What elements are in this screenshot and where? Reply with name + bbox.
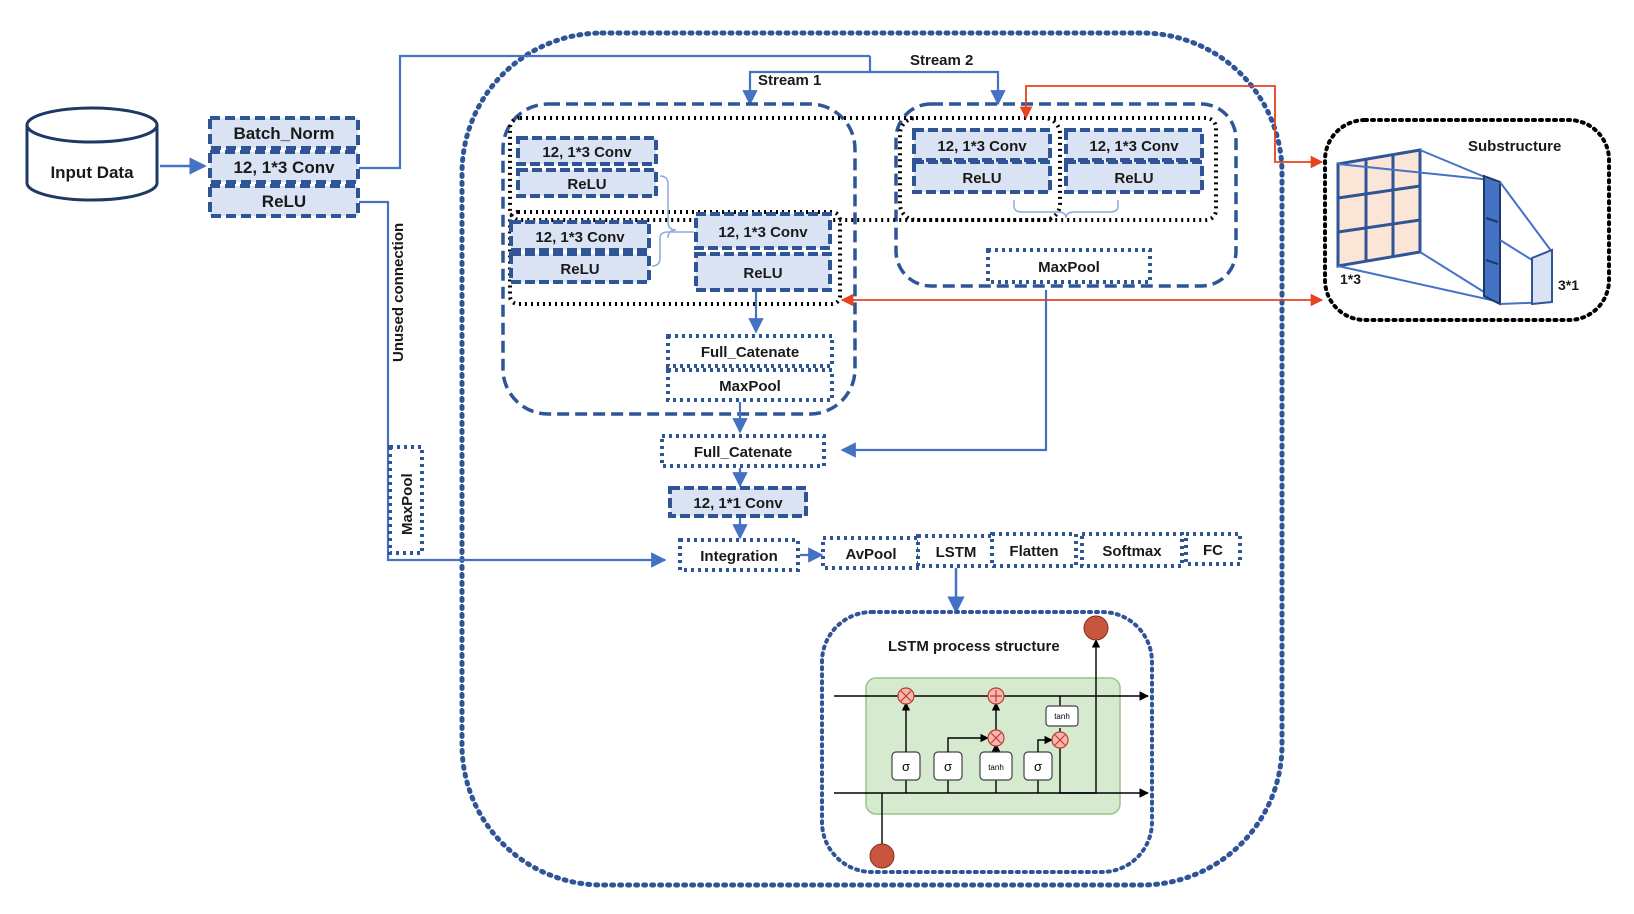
lstm-process-title: LSTM process structure bbox=[888, 638, 1060, 655]
integration-label: Integration bbox=[700, 548, 778, 565]
merge-full-catenate-label: Full_Catenate bbox=[694, 444, 792, 461]
s1-full-catenate-box bbox=[666, 334, 834, 368]
substructure-projection bbox=[1337, 149, 1553, 306]
forget-gate-symbol: σ bbox=[902, 759, 910, 774]
row2-highlight bbox=[508, 210, 842, 306]
s1-row2-relu-label: ReLU bbox=[560, 261, 599, 278]
cell-add-op bbox=[987, 687, 1005, 705]
conv1x1-label: 12, 1*1 Conv bbox=[693, 495, 783, 512]
output-to-mult bbox=[1037, 735, 1053, 752]
s1-row2b-conv-label: 12, 1*3 Conv bbox=[718, 224, 808, 241]
s2-a-relu-label: ReLU bbox=[962, 170, 1001, 187]
output-tanh-label: tanh bbox=[1054, 712, 1070, 721]
mult-to-output bbox=[1059, 639, 1101, 794]
stream2-connector bbox=[870, 70, 1006, 106]
s1-row2-conv-box bbox=[509, 220, 651, 252]
s2-maxpool-box bbox=[986, 248, 1152, 284]
s1-row1-relu-label: ReLU bbox=[567, 176, 606, 193]
unused-connection-line bbox=[359, 200, 667, 568]
input-gate-symbol: σ bbox=[944, 759, 952, 774]
s2-to-merge-line bbox=[840, 290, 1048, 458]
main-container bbox=[459, 30, 1285, 888]
batch-norm-label: Batch_Norm bbox=[233, 124, 334, 143]
entry-relu-box bbox=[208, 184, 360, 218]
batch-norm-box bbox=[208, 116, 360, 150]
substructure-region bbox=[1323, 118, 1611, 322]
softmax-label: Softmax bbox=[1102, 543, 1162, 560]
entry-conv-label: 12, 1*3 Conv bbox=[233, 158, 335, 177]
substructure-link-top bbox=[1019, 85, 1324, 169]
s1-maxpool-box bbox=[666, 368, 834, 402]
output-h-node bbox=[1083, 615, 1109, 641]
input-multiply-op bbox=[987, 729, 1005, 747]
flatten-label: Flatten bbox=[1009, 543, 1058, 560]
s1-row1-conv-label: 12, 1*3 Conv bbox=[542, 144, 632, 161]
side-maxpool-box bbox=[388, 445, 424, 555]
avpool-box bbox=[821, 536, 921, 570]
s1-maxpool-label: MaxPool bbox=[719, 378, 781, 395]
input-x-node bbox=[869, 843, 895, 869]
s1-row2b-conv-box bbox=[694, 212, 832, 250]
s1-row2-conv-label: 12, 1*3 Conv bbox=[535, 229, 625, 246]
fc-label: FC bbox=[1203, 542, 1223, 559]
s1-bracket-2 bbox=[651, 231, 694, 267]
stream1-connector bbox=[742, 56, 872, 106]
entry-to-streams-line bbox=[359, 54, 870, 170]
candidate-tanh-label: tanh bbox=[988, 763, 1004, 772]
input-data-label: Input Data bbox=[50, 163, 134, 182]
conv1x1-box bbox=[668, 486, 808, 518]
output-tanh-box bbox=[1045, 705, 1079, 727]
s1-row2b-relu-label: ReLU bbox=[743, 265, 782, 282]
stream2-sub-highlight bbox=[898, 116, 1062, 222]
s1-row2b-relu-box bbox=[694, 252, 832, 292]
stream2-label: Stream 2 bbox=[910, 52, 973, 69]
entry-relu-label: ReLU bbox=[262, 192, 306, 211]
fc-box bbox=[1184, 532, 1242, 566]
side-maxpool-label: MaxPool bbox=[399, 473, 416, 535]
unused-connection-label: Unused connection bbox=[390, 223, 407, 362]
s2-a-relu-box bbox=[912, 160, 1052, 194]
input-data-cylinder: Input Data bbox=[25, 106, 159, 202]
stream2-region bbox=[894, 102, 1238, 288]
output-multiply-op bbox=[1051, 731, 1069, 749]
substructure-title: Substructure bbox=[1468, 138, 1561, 155]
s1-row1-conv-box bbox=[516, 136, 658, 166]
softmax-box bbox=[1080, 532, 1184, 568]
entry-conv-box bbox=[208, 150, 360, 184]
output-gate-symbol: σ bbox=[1034, 759, 1042, 774]
flatten-box bbox=[990, 532, 1078, 568]
stream1-region bbox=[501, 102, 857, 416]
merge-full-catenate-box bbox=[660, 434, 826, 468]
row1-highlight bbox=[508, 116, 1218, 222]
s2-bracket bbox=[1013, 200, 1119, 219]
input-to-mult bbox=[947, 733, 989, 752]
s1-row1-relu-box bbox=[516, 168, 658, 198]
s1-full-catenate-label: Full_Catenate bbox=[701, 344, 799, 361]
substructure-label-left: 1*3 bbox=[1340, 271, 1361, 287]
stream1-label: Stream 1 bbox=[758, 72, 821, 89]
substructure-label-right: 3*1 bbox=[1558, 277, 1579, 293]
s2-a-conv-label: 12, 1*3 Conv bbox=[937, 138, 1027, 155]
avpool-label: AvPool bbox=[845, 546, 896, 563]
lstm-label: LSTM bbox=[936, 544, 977, 561]
s1-row2-relu-box bbox=[509, 252, 651, 284]
lstm-process-region bbox=[820, 610, 1154, 874]
forget-multiply-op bbox=[897, 687, 915, 705]
entry-stack: Batch_Norm 12, 1*3 Conv ReLU bbox=[208, 116, 360, 218]
s2-b-relu-label: ReLU bbox=[1114, 170, 1153, 187]
integration-box bbox=[678, 538, 800, 572]
s2-maxpool-label: MaxPool bbox=[1038, 259, 1100, 276]
s2-b-conv-label: 12, 1*3 Conv bbox=[1089, 138, 1179, 155]
s1-bracket-1 bbox=[659, 175, 677, 239]
